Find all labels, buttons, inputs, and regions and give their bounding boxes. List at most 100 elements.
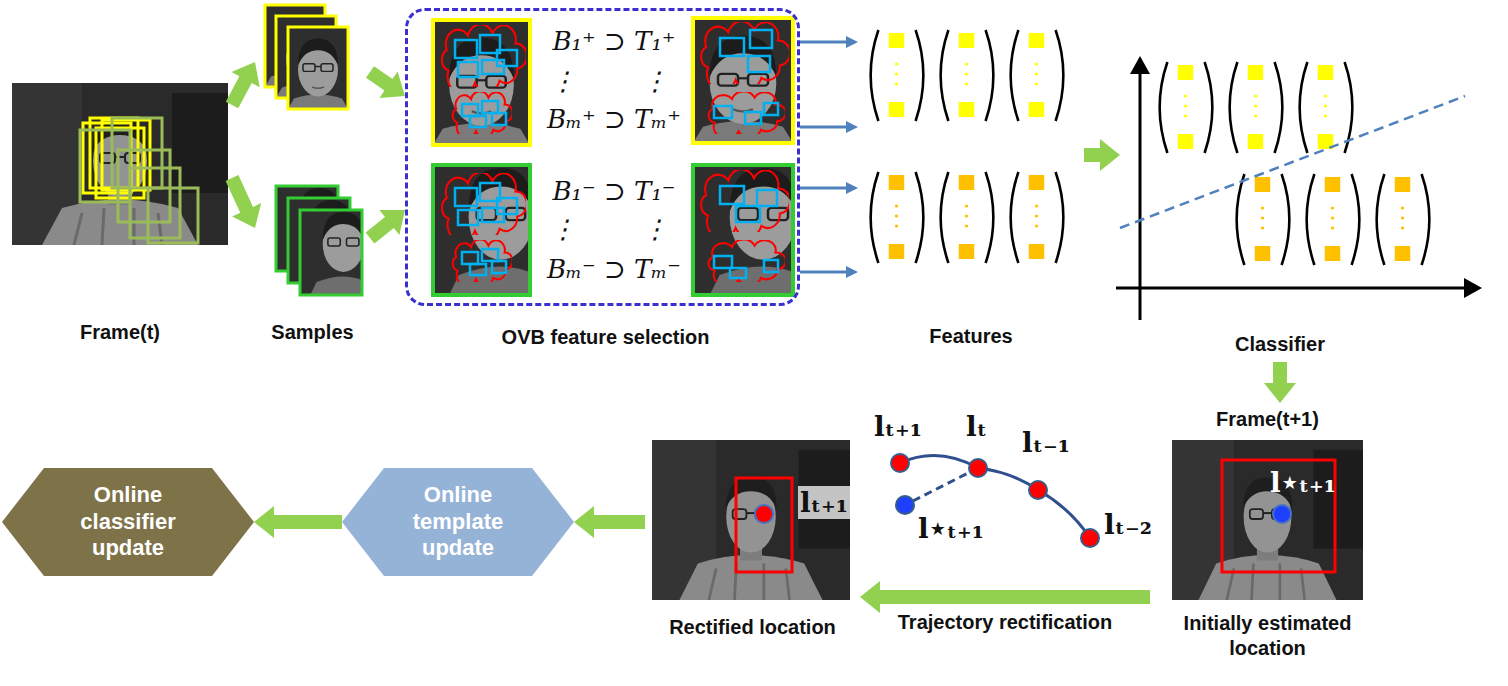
ovb-patches: [470, 116, 486, 127]
ovb-patches: [736, 206, 760, 222]
image-panel: Rectified location: [645, 435, 860, 650]
ovb-patches: [709, 91, 786, 138]
ovb-patches: [720, 38, 744, 56]
ovb-patches: [701, 21, 790, 90]
math-label: ⋮: [548, 214, 578, 244]
classifier-plot: [1464, 278, 1482, 298]
sample-panel: Samples: [255, 0, 370, 350]
ovb-patches: [750, 30, 772, 48]
point-label: lₜ₊₁: [874, 410, 922, 443]
classifier-plot: [1116, 56, 1482, 320]
arrow-shape: [800, 121, 858, 133]
classifier-panel: Classifier: [1120, 50, 1490, 362]
ovb-patches: [433, 165, 533, 295]
rectified-image: [755, 505, 773, 523]
feature-vectors: [941, 30, 994, 121]
feature-vectors: [871, 30, 924, 121]
process-hexagon: Online template update: [342, 468, 574, 576]
arrow-shape: [226, 175, 262, 228]
trajectory-plot: [969, 459, 987, 477]
math-label: ⋮: [640, 214, 670, 244]
ovb-patches: [482, 101, 498, 113]
arrow-shape: [860, 581, 1150, 613]
sample-stack: [288, 27, 348, 109]
flow-arrow: [860, 581, 1150, 613]
feature-vectors: [941, 172, 994, 263]
estimated-image: [1172, 440, 1363, 600]
ovb-patches: [714, 30, 778, 124]
classifier-plot: [1160, 62, 1213, 153]
flow-arrow: [1264, 362, 1296, 403]
node-caption: Initially estimated location: [1150, 611, 1385, 661]
node-title: Classifier: [1205, 332, 1355, 357]
math-label: ⋮: [640, 66, 670, 96]
classifier-plot: [1139, 72, 1142, 320]
ovb-patches: [748, 56, 770, 72]
ovb-patches: [714, 186, 778, 278]
ovb-patches: [693, 165, 793, 295]
arrow-shape: [366, 66, 405, 98]
flow-arrow: [226, 62, 260, 108]
point-label: lₜ: [966, 410, 987, 443]
trajectory-plot: [905, 468, 978, 505]
ovb-patches: [497, 198, 517, 214]
frame-image: [118, 150, 170, 222]
flow-arrow: [1084, 139, 1120, 171]
point-label: l⋆ₜ₊₁: [918, 512, 984, 545]
point-label: lₜ₊₁: [798, 486, 850, 519]
ovb-patches: [482, 208, 504, 222]
ovb-patches: [709, 239, 786, 286]
ovb-patches: [455, 188, 477, 206]
ovb-patches: [693, 165, 796, 295]
math-label: B₁⁻ ⊃ T₁⁻: [533, 176, 695, 206]
frame-image: [80, 118, 198, 243]
arrow-shape: [800, 266, 858, 278]
classifier-plot: [1120, 96, 1465, 228]
math-label: ⋮: [548, 66, 578, 96]
ovb-patches: [433, 165, 530, 295]
ovb-patches: [497, 50, 517, 66]
arrow-shape: [574, 506, 645, 538]
trajectory-plot: [978, 468, 1090, 538]
classifier-plot: [1230, 62, 1283, 153]
ovb-patches: [462, 104, 478, 116]
ovb-patches: [453, 239, 513, 286]
ovb-patches: [482, 249, 498, 261]
ovb-patches: [442, 24, 527, 93]
image-panel: Frame(t): [8, 80, 232, 350]
node-title: Frame(t+1): [1150, 407, 1385, 432]
ovb-patches: [433, 20, 530, 145]
ovb-patches: [764, 103, 778, 115]
classifier-plot: [1130, 56, 1150, 74]
estimated-image: [1273, 505, 1291, 523]
arrow-shape: [1264, 362, 1296, 403]
ovb-patches: [455, 40, 477, 58]
point-label: lₜ₋₂: [1104, 508, 1152, 541]
arrow-shape: [254, 506, 342, 538]
edge-label: Trajectory rectification: [895, 610, 1116, 635]
math-label: Bₘ⁺ ⊃ Tₘ⁺: [533, 104, 695, 134]
flow-arrow: [226, 175, 262, 228]
feature-vectors: [871, 172, 924, 263]
arrow-shape: [226, 62, 260, 108]
trajectory-plot: [900, 456, 978, 468]
feature-panel: Features: [858, 20, 1084, 353]
node-title: Online classifier update: [58, 482, 198, 561]
feature-arrow: [800, 182, 858, 194]
rectified-image: [652, 440, 850, 600]
ovb-patches: [462, 252, 478, 264]
ovb-patches: [764, 260, 778, 272]
classifier-plot: [1237, 174, 1290, 265]
flow-arrow: [574, 506, 645, 538]
ovb-patches: [458, 210, 478, 225]
image-panel: Frame(t+1) Initially estimated location: [1150, 403, 1385, 673]
arrow-shape: [800, 36, 858, 48]
ovb-patches: [433, 20, 530, 145]
point-label: lₜ₋₁: [1022, 426, 1070, 459]
trajectory-plot: [896, 496, 914, 514]
feature-vectors: [1011, 30, 1064, 121]
trajectory-plot: [891, 454, 1099, 547]
node-title: Features: [858, 324, 1084, 349]
frame-image: [12, 83, 228, 245]
